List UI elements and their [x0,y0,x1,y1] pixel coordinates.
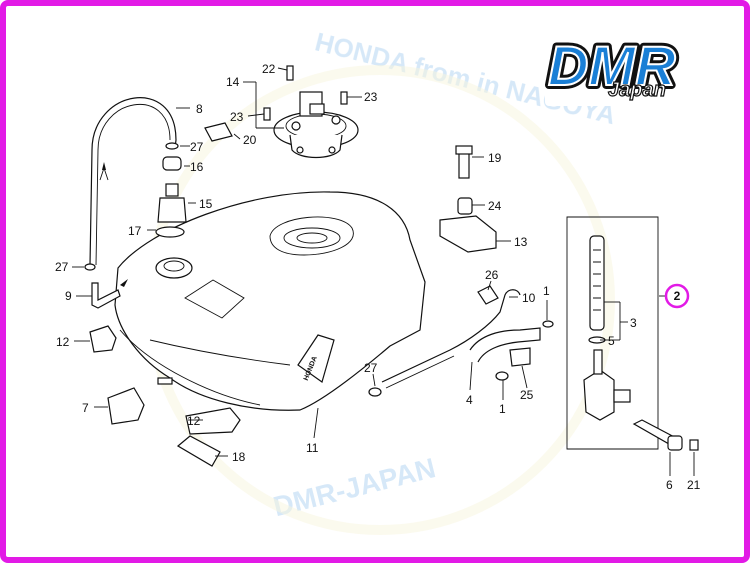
callout-7: 7 [82,401,89,415]
callout-18: 18 [232,450,246,464]
callout-4: 4 [466,393,473,407]
callout-2: 2 [674,289,681,303]
screw-21 [689,439,699,451]
fuel-hose-4 [469,327,541,363]
rubber-12-lower [185,407,241,435]
clip-1-b [542,320,554,328]
callout-9: 9 [65,289,72,303]
callout-1-right: 1 [543,284,550,298]
rubber-18 [176,435,221,467]
gasket-17 [155,226,185,238]
callout-16: 16 [190,160,204,174]
gasket-20 [204,122,233,142]
bracket-13 [439,215,497,253]
callout-12-upper: 12 [56,335,70,349]
callout-14: 14 [226,75,240,89]
breather-tube-8 [89,97,177,266]
fuel-tank: HONDA [114,191,426,411]
callout-17: 17 [128,224,142,238]
callout-12-lower: 12 [187,414,201,428]
callout-5: 5 [608,334,615,348]
collar-16 [162,156,182,171]
fuel-hose-10 [381,289,521,383]
clip-27-b [84,263,96,271]
callout-13: 13 [514,235,528,249]
rubber-12-upper [89,325,117,353]
strainer-3 [589,235,605,331]
callout-24: 24 [488,199,502,213]
callout-6: 6 [666,478,673,492]
highlighted-callout-2[interactable]: 2 [664,283,690,309]
callout-22: 22 [262,62,276,76]
rubber-7 [107,387,145,425]
callout-26: 26 [485,268,499,282]
filler-cap [263,65,359,159]
callout-25: 25 [520,388,534,402]
callout-27-bottom: 27 [364,361,378,375]
fuel-cock-assembly-box [566,216,659,450]
arrow-marker-b [102,162,106,170]
dmr-japan-logo: DMR DMR Japan [544,26,730,106]
arrow-marker-a [120,279,128,287]
callout-21: 21 [687,478,701,492]
callout-1-bottom: 1 [499,402,506,416]
callout-19: 19 [488,151,502,165]
leader-lines [72,67,695,476]
callout-27-top: 27 [190,140,204,154]
breather-15 [157,197,187,223]
highlight-circle [664,283,690,309]
callout-11: 11 [306,441,319,455]
callout-3: 3 [630,316,637,330]
tank-wing-emblem [297,334,335,383]
callout-numbers: 22 14 23 23 20 8 27 16 15 17 27 9 12 7 1… [55,62,701,492]
callout-23-right: 23 [364,90,378,104]
clip-27-c [368,387,382,397]
clip-25 [509,347,531,367]
callout-23-left: 23 [230,110,244,124]
callout-10: 10 [522,291,536,305]
clip-27-a [165,142,179,150]
logo-sub-text: Japan [608,79,666,101]
logo-main-text: DMR [548,34,676,97]
clip-26 [477,285,499,305]
joint-9 [91,282,121,309]
callout-27-left: 27 [55,260,69,274]
callout-8: 8 [196,102,203,116]
callout-15: 15 [199,197,213,211]
callout-20: 20 [243,133,257,147]
clip-1-a [495,371,509,381]
logo-main-text-outline: DMR [548,34,676,97]
collar-24 [457,197,473,215]
